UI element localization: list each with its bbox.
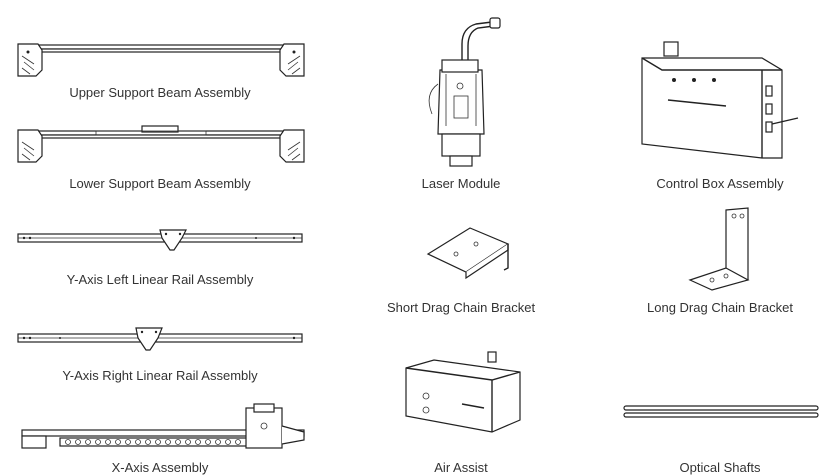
lower-support-beam-illustration [16,124,306,164]
optical-shafts-illustration [622,404,820,420]
short-drag-chain-bracket-illustration [424,226,512,282]
air-assist-illustration [404,350,524,456]
control-box-illustration [638,40,802,164]
long-drag-chain-bracket-label: Long Drag Chain Bracket [647,300,793,315]
short-drag-chain-bracket-label: Short Drag Chain Bracket [386,300,536,315]
y-axis-right-rail-label: Y-Axis Right Linear Rail Assembly [62,368,258,383]
y-axis-left-rail-label: Y-Axis Left Linear Rail Assembly [66,272,254,287]
upper-support-beam-illustration [16,40,306,80]
lower-support-beam-label: Lower Support Beam Assembly [69,176,251,191]
air-assist-label: Air Assist [434,460,488,475]
y-axis-left-rail-illustration [16,228,306,252]
upper-support-beam-label: Upper Support Beam Assembly [69,85,251,100]
y-axis-right-rail-illustration [16,326,306,352]
control-box-label: Control Box Assembly [656,176,784,191]
laser-module-label: Laser Module [421,176,501,191]
x-axis-assembly-label: X-Axis Assembly [111,460,209,475]
x-axis-assembly-illustration [20,403,310,454]
laser-module-illustration [416,14,506,170]
optical-shafts-label: Optical Shafts [679,460,761,475]
long-drag-chain-bracket-illustration [688,206,754,292]
